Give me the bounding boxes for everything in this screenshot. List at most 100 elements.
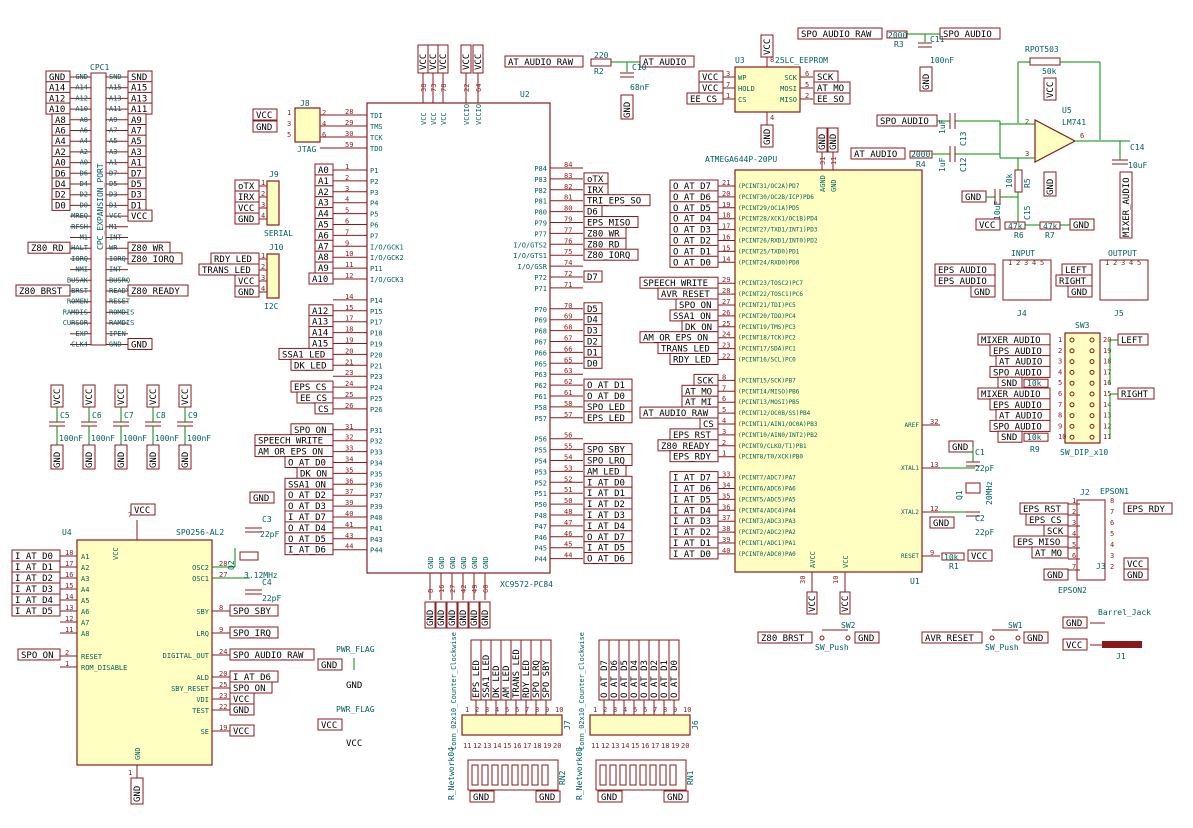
net-label: A10 bbox=[312, 275, 328, 285]
sw3-resistor-label: 10k bbox=[1027, 379, 1042, 388]
c13-value: 1uF bbox=[938, 119, 947, 134]
sw3-contact[interactable] bbox=[1069, 337, 1075, 343]
sw1-contact[interactable] bbox=[1015, 635, 1021, 641]
net-label: EPS_RST bbox=[1023, 505, 1062, 515]
sw3-contact[interactable] bbox=[1069, 402, 1075, 408]
u1-left-pin-num: 28 bbox=[722, 287, 730, 295]
u2-left-pin-num: 21 bbox=[345, 358, 353, 366]
sw3-contact[interactable] bbox=[1089, 402, 1095, 408]
u1-right-pin-num: 9 bbox=[930, 549, 934, 557]
u2-left-pin-name: P37 bbox=[370, 492, 383, 500]
gnd-label: GND bbox=[133, 786, 143, 802]
u3-right-pin-num: 2 bbox=[805, 92, 809, 100]
net-label-box bbox=[669, 255, 719, 268]
sw3-contact[interactable] bbox=[1069, 380, 1075, 386]
sw3-contact[interactable] bbox=[1089, 359, 1095, 365]
u1-right-pin-num: 13 bbox=[930, 461, 938, 469]
u2-right-pin-num: 44 bbox=[564, 552, 572, 560]
u2-right-pin-name: P58 bbox=[534, 404, 547, 412]
u1-left-pin-name: (PCINT27/TXD1/INT1)PD3 bbox=[738, 227, 818, 234]
net-label: Z80_IORQ bbox=[587, 251, 630, 261]
sw3-contact[interactable] bbox=[1069, 434, 1075, 440]
sw3-contact[interactable] bbox=[1089, 348, 1095, 354]
net-label-box bbox=[929, 516, 955, 529]
sw2-contact[interactable] bbox=[819, 635, 825, 641]
sw3-contact[interactable] bbox=[1089, 413, 1095, 419]
net-label: oTX bbox=[587, 175, 604, 185]
gnd-label: GND bbox=[437, 610, 447, 626]
sw1-contact[interactable] bbox=[989, 635, 995, 641]
j7-bottom-num: 14 bbox=[493, 742, 501, 750]
net-label-box bbox=[469, 790, 495, 803]
c1-value: 22pF bbox=[975, 464, 994, 473]
j7-resistor bbox=[471, 764, 479, 786]
u2-right-pin-num: 58 bbox=[564, 400, 572, 408]
net-label: D6 bbox=[587, 208, 598, 218]
net-label: GND bbox=[667, 793, 683, 803]
u1-left-pin-num: 8 bbox=[722, 373, 726, 381]
sw3-contact[interactable] bbox=[1089, 391, 1095, 397]
sw3-contact[interactable] bbox=[1089, 380, 1095, 386]
r1-ref: R1 bbox=[949, 562, 959, 571]
j5-ref: J5 bbox=[1114, 309, 1124, 318]
u4-right-pin-num: 8 bbox=[219, 604, 223, 612]
sw3-contact[interactable] bbox=[1069, 413, 1075, 419]
net-label: GND bbox=[933, 519, 949, 529]
sw2-contact[interactable] bbox=[845, 635, 851, 641]
gnd-flag bbox=[146, 444, 160, 470]
pwr-flag-vcc: VCC bbox=[346, 739, 362, 749]
u2-right-pin-name: I/O/GTS1 bbox=[513, 252, 547, 260]
q1-crystal bbox=[965, 482, 981, 494]
net-label: DK_ON bbox=[300, 469, 327, 479]
net-label: SSA1_ON bbox=[288, 480, 326, 490]
j7-top-num: 8 bbox=[535, 706, 539, 714]
sw3-contact[interactable] bbox=[1069, 359, 1075, 365]
u4-left-pin-num: 13 bbox=[65, 604, 73, 612]
j7-resistor bbox=[521, 764, 529, 786]
sw3-contact[interactable] bbox=[1069, 423, 1075, 429]
sw3-contact[interactable] bbox=[1089, 423, 1095, 429]
j6-bottom-num: 13 bbox=[611, 742, 619, 750]
u3-left-pin-name: CS bbox=[738, 96, 746, 104]
sw3-contact[interactable] bbox=[1089, 337, 1095, 343]
sw3-contact[interactable] bbox=[1069, 369, 1075, 375]
u2-left-pin-name: P18 bbox=[370, 330, 383, 338]
u2-left-pin-name: P24 bbox=[370, 384, 383, 392]
net-label: AT_AUDIO bbox=[643, 58, 686, 68]
cpc1-left-pin: D2 bbox=[80, 191, 88, 199]
gnd-flag bbox=[114, 444, 128, 470]
sw3-contact[interactable] bbox=[1069, 348, 1075, 354]
net-label-box bbox=[317, 718, 343, 731]
cpc1-left-pin: ROMEN bbox=[67, 298, 88, 306]
u2-left-pin-num: 5 bbox=[345, 207, 349, 215]
u1-left-pin-name: (PCINT30/OC2B/ICP)PD6 bbox=[738, 194, 814, 201]
u2-left-pin-name: P5 bbox=[370, 211, 378, 219]
sw3-contact[interactable] bbox=[1069, 391, 1075, 397]
net-label: VCC bbox=[702, 84, 718, 94]
u1-left-pin-num: 36 bbox=[722, 503, 730, 511]
cpc1-right-pin: VCC bbox=[109, 212, 122, 220]
r3-ref: R3 bbox=[894, 40, 904, 49]
sw3-contact[interactable] bbox=[1089, 369, 1095, 375]
vcc-label: VCC bbox=[1046, 82, 1056, 98]
net-label-box bbox=[284, 543, 334, 556]
u1-left-pin-name: (PCINT14/MISO)PB6 bbox=[738, 388, 800, 395]
net-label: A13 bbox=[131, 94, 147, 104]
u4-left-pin-name: A5 bbox=[81, 597, 89, 605]
u4-left-pin-num: 11 bbox=[65, 626, 73, 634]
sw3-left-num: 7 bbox=[1058, 401, 1062, 409]
u2-left-pin-name: I/O/GCK1 bbox=[370, 243, 404, 251]
net-label: I_AT_D4 bbox=[673, 506, 711, 516]
cpc1-left-pin: M1 bbox=[80, 234, 88, 242]
u2-gnd-num: 42 bbox=[460, 585, 468, 593]
net-label: SPO_IRQ bbox=[233, 629, 271, 639]
gnd-label: GND bbox=[85, 452, 95, 468]
epson-left-num: 6 bbox=[1072, 552, 1076, 560]
u2-right-pin-num: 69 bbox=[564, 313, 572, 321]
net-label: AT_MO bbox=[817, 84, 844, 94]
net-label-box bbox=[130, 503, 156, 516]
net-label: SPO_AUDIO bbox=[993, 368, 1042, 378]
j6-resistor bbox=[609, 764, 617, 786]
net-label: AT_AUDIO bbox=[999, 412, 1042, 422]
sw3-contact[interactable] bbox=[1089, 434, 1095, 440]
